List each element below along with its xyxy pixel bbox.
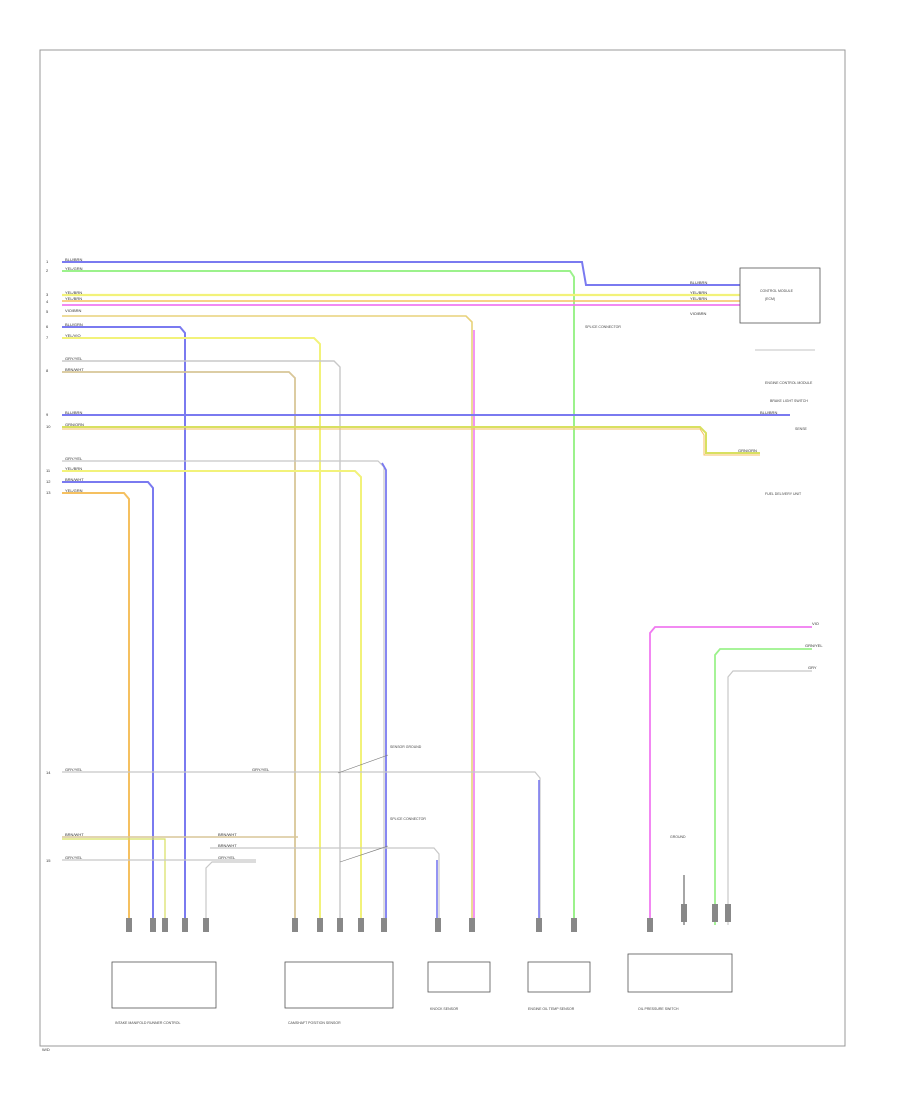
wire-label-r5: BLU/BRN xyxy=(760,410,777,415)
pin-12: 12 xyxy=(46,479,51,484)
wire-brn-wht-1 xyxy=(62,371,296,925)
pin-14: 14 xyxy=(46,770,51,775)
wire-yel-grn-1 xyxy=(62,270,575,925)
pin-11: 11 xyxy=(46,468,51,473)
wire-label-r2: YEL/BRN xyxy=(690,290,707,295)
pin-2: 2 xyxy=(46,268,49,273)
pin-6: 6 xyxy=(46,324,49,329)
wire-label-w14: BRN/WHT xyxy=(65,477,84,482)
control-module-box xyxy=(739,267,821,324)
wire-gry-right xyxy=(727,670,812,925)
fuel-delivery-note: FUEL DELIVERY UNIT xyxy=(765,492,802,496)
engine-control-module-note: ENGINE CONTROL MODULE xyxy=(765,381,813,385)
wire-grn-orn-1b xyxy=(62,428,760,456)
leader-splice-2 xyxy=(339,845,389,863)
wire-label-w8: GRY/YEL xyxy=(65,356,83,361)
wire-label-w15: YEL/GRN xyxy=(65,488,83,493)
wire-label-w13: YEL/BRN xyxy=(65,466,82,471)
wire-label-w7: YEL/VIO xyxy=(65,333,81,338)
wire-brn-wht-bus3 xyxy=(210,847,440,925)
wire-label-b1b: GRY/YEL xyxy=(252,767,270,772)
pin-5: 5 xyxy=(46,309,49,314)
pin-4: 4 xyxy=(46,299,49,304)
wire-gry-yel-bus xyxy=(62,771,541,925)
wire-label-w2: YEL/GRN xyxy=(65,266,83,271)
pin-9: 9 xyxy=(46,412,49,417)
wire-label-w4: YEL/BRN xyxy=(65,296,82,301)
wire-blue-to-c1 xyxy=(62,326,186,925)
wire-brn-wht-bus2 xyxy=(62,838,166,925)
control-module-label: CONTROL MODULE xyxy=(760,289,794,293)
wire-label-r6: GRN/ORN xyxy=(738,448,757,453)
footer-code: W/D xyxy=(42,1047,50,1052)
ground-label: GROUND xyxy=(670,835,686,839)
component-intake-runner-label: INTAKE MANIFOLD RUNNER CONTROL xyxy=(115,1021,181,1025)
brake-switch-label: BRAKE LIGHT SWITCH xyxy=(770,399,808,403)
pin-1: 1 xyxy=(46,259,49,264)
wire-label-b4b: GRY/YEL xyxy=(218,855,236,860)
component-knock-sensor-label: KNOCK SENSOR xyxy=(430,1007,459,1011)
wire-blue-to-c2 xyxy=(381,462,387,925)
wire-label-r4: VIO/BRN xyxy=(690,311,707,316)
wire-label-w11: GRN/ORN xyxy=(65,422,84,427)
wire-label-p2: GRN/YEL xyxy=(805,643,823,648)
component-knock-sensor xyxy=(427,961,491,993)
wire-label-p1: VIO xyxy=(812,621,819,626)
wire-label-w5: VIO/BRN xyxy=(65,308,82,313)
wire-yel-grn-2 xyxy=(62,492,130,925)
wire-label-r1: BLU/BRN xyxy=(690,280,707,285)
splice-connector-label: SPLICE CONNECTOR xyxy=(585,325,621,329)
left-wire-labels: BLU/BRN YEL/GRN YEL/BRN YEL/BRN VIO/BRN … xyxy=(65,257,84,493)
left-pin-numbers: 1 2 3 4 5 6 7 8 9 10 11 12 13 14 15 xyxy=(46,259,51,863)
right-wire-labels: BLU/BRN YEL/BRN YEL/BRN VIO/BRN BLU/BRN … xyxy=(690,280,823,670)
component-intake-runner xyxy=(111,961,217,1009)
connector-pins xyxy=(126,904,731,932)
splice-2-label: SENSOR GROUND xyxy=(390,745,422,749)
bus-wire-labels: GRY/YEL GRY/YEL BRN/WHT BRN/WHT BRN/WHT … xyxy=(65,767,270,860)
wire-label-b2b: BRN/WHT xyxy=(218,832,237,837)
wire-label-w1: BLU/BRN xyxy=(65,257,82,262)
diagram-frame xyxy=(39,49,846,1047)
wire-gry-yel-1 xyxy=(62,360,341,925)
pin-8: 8 xyxy=(46,368,49,373)
component-cam-sensor-label: CAMSHAFT POSITION SENSOR xyxy=(288,1021,341,1025)
ecm-label: (ECM) xyxy=(765,297,775,301)
wire-grn-yel-right xyxy=(714,648,812,925)
wire-label-p3: GRY xyxy=(808,665,817,670)
pin-10: 10 xyxy=(46,424,51,429)
wire-gry-yel-2 xyxy=(62,460,385,925)
component-oil-pressure xyxy=(627,953,733,993)
wire-vio-right xyxy=(649,626,812,925)
wire-blu-grn-1 xyxy=(62,315,473,925)
wire-yel-brn-3 xyxy=(62,470,362,925)
pin-13: 13 xyxy=(46,490,51,495)
component-oil-temp xyxy=(527,961,591,993)
component-cam-sensor xyxy=(284,961,394,1009)
splice-3-label: SPLICE CONNECTOR xyxy=(390,817,426,821)
wire-blu-brn-1 xyxy=(62,261,740,286)
wire-brn-wht-2 xyxy=(62,481,154,925)
wire-label-r3: YEL/BRN xyxy=(690,296,707,301)
wire-label-b2: BRN/WHT xyxy=(65,832,84,837)
pin-3: 3 xyxy=(46,292,49,297)
wire-grn-orn-1 xyxy=(62,426,760,454)
wire-label-b1: GRY/YEL xyxy=(65,767,83,772)
wire-label-b3: BRN/WHT xyxy=(218,843,237,848)
component-oil-pressure-label: OIL PRESSURE SWITCH xyxy=(638,1007,679,1011)
pin-15: 15 xyxy=(46,858,51,863)
leader-splice-1 xyxy=(337,754,389,774)
wire-label-w3: YEL/BRN xyxy=(65,290,82,295)
wire-yel-vio-1 xyxy=(62,337,321,925)
wire-label-w6: BLU/GRN xyxy=(65,322,83,327)
pin-7: 7 xyxy=(46,335,49,340)
wire-label-w9: BRN/WHT xyxy=(65,367,84,372)
component-oil-temp-label: ENGINE OIL TEMP SENSOR xyxy=(528,1007,575,1011)
wire-label-b4: GRY/YEL xyxy=(65,855,83,860)
wire-gry-c1 xyxy=(205,861,256,925)
wire-label-w10: BLU/BRN xyxy=(65,410,82,415)
wire-label-w12: GRY/YEL xyxy=(65,456,83,461)
brake-switch-sense: SENSE xyxy=(795,427,808,431)
